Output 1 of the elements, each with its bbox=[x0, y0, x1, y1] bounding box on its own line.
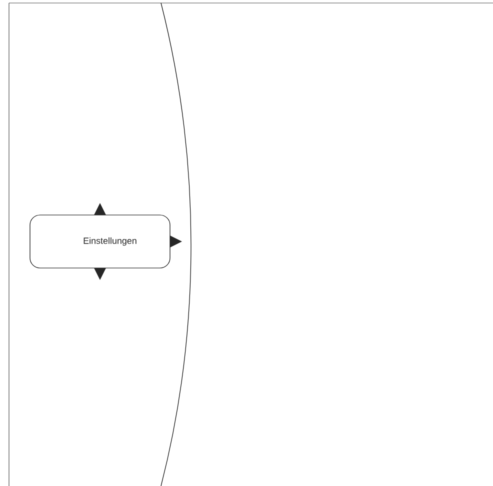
rounded-box: Einstellungen bbox=[30, 214, 170, 268]
